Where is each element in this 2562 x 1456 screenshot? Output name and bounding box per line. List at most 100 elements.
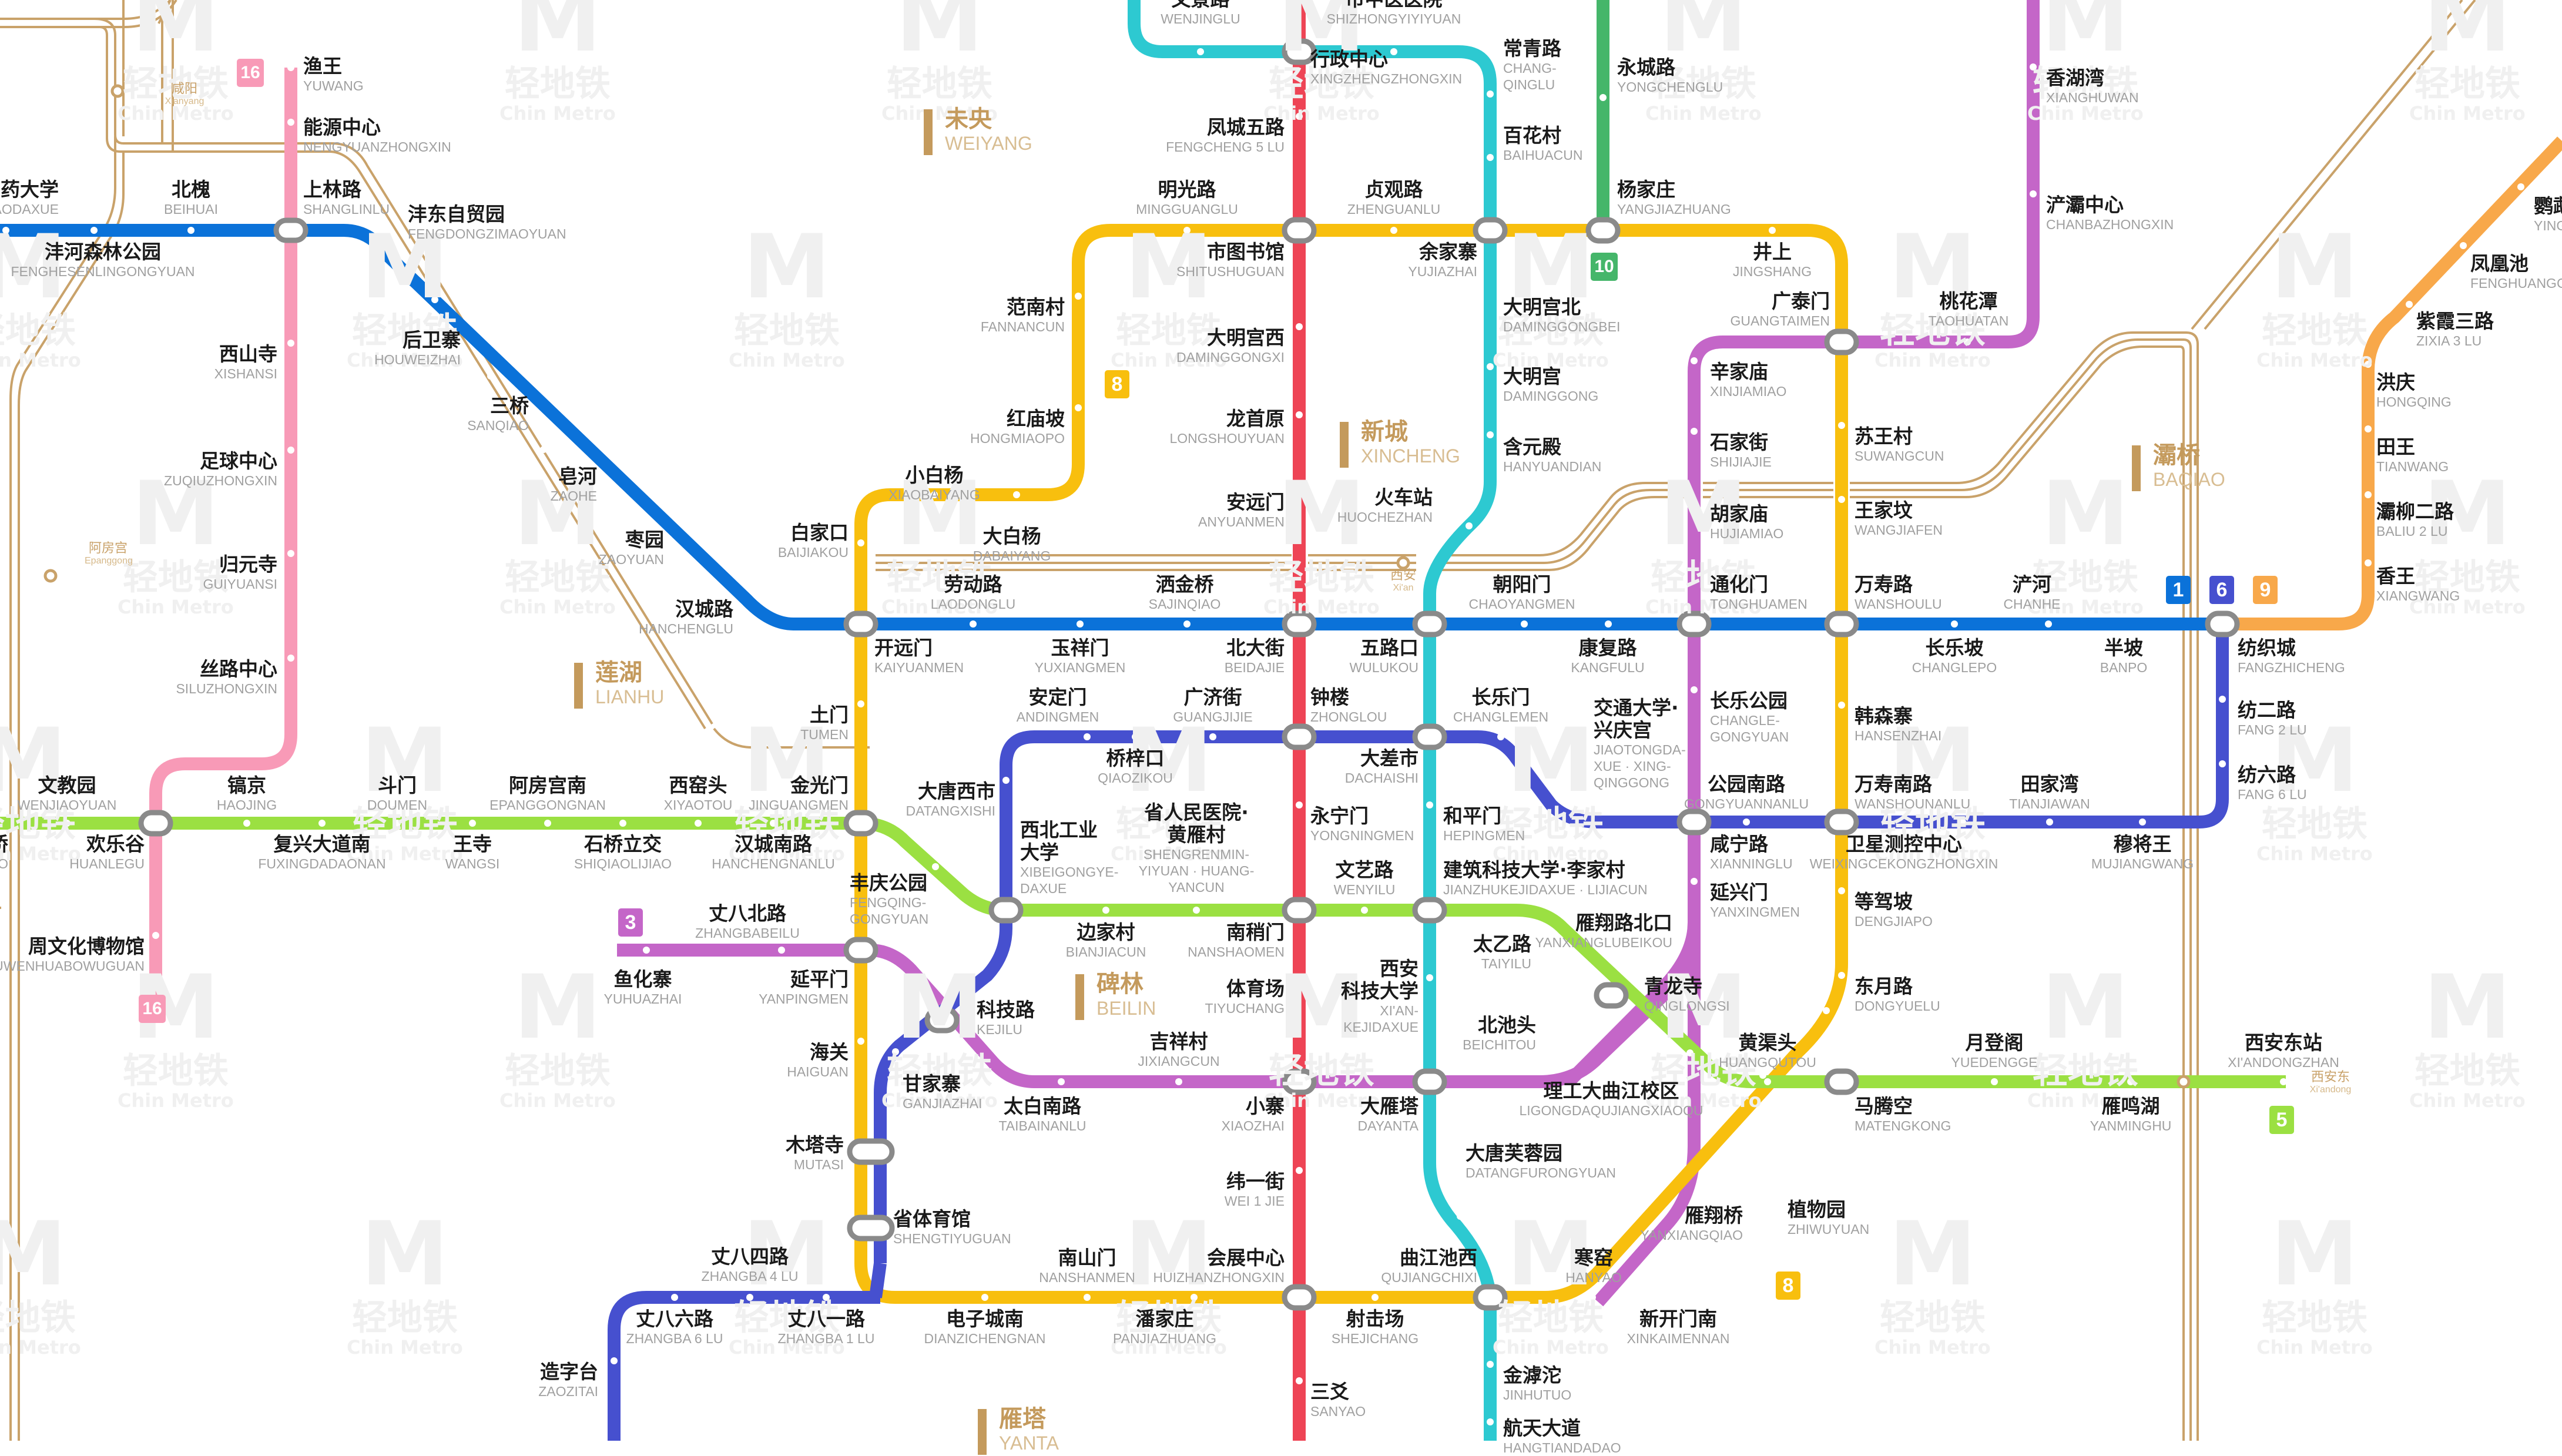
station-label[interactable]: 周文化博物馆ZHOUWENHUABOWUGUAN bbox=[0, 935, 145, 974]
station-label[interactable]: 文景路WENJINGLU bbox=[1083, 0, 1318, 27]
line-badge-16[interactable]: 16 bbox=[139, 995, 166, 1023]
station-label[interactable]: 市中医医院SHIZHONGYIYIYUAN bbox=[1276, 0, 1511, 27]
line-badge-6[interactable]: 6 bbox=[2209, 576, 2234, 604]
station-label[interactable]: 鹦鹉寺YINGWUSI bbox=[2534, 195, 2562, 234]
station-label[interactable]: 医药大学YIYAODAXUE bbox=[0, 179, 59, 217]
line-badge-8[interactable]: 8 bbox=[1776, 1272, 1800, 1300]
line-badge-16[interactable]: 16 bbox=[237, 59, 264, 87]
station-label[interactable]: 凤凰池FENGHUANGCHI bbox=[2470, 253, 2562, 291]
line-badge-8[interactable]: 8 bbox=[1105, 370, 1129, 398]
line-badge-10[interactable]: 10 bbox=[1591, 253, 1618, 281]
line-badge-5[interactable]: 5 bbox=[2269, 1106, 2294, 1134]
line-badge-9[interactable]: 9 bbox=[2253, 576, 2278, 604]
line-badge-1[interactable]: 1 bbox=[2166, 576, 2191, 604]
line-badge-3[interactable]: 3 bbox=[618, 908, 643, 937]
